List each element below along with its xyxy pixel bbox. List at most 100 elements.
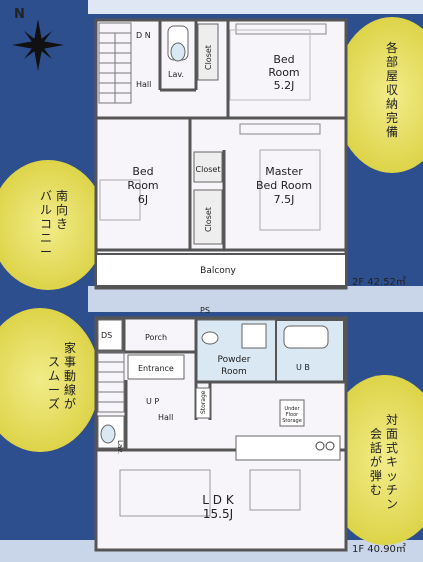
callout-housework-bubble [0,308,100,452]
callout-housework-c2-2: ー [48,383,60,397]
closet-top [197,23,219,81]
floor-1-area: 1F 40.90㎡ [352,543,406,555]
callout-balcony-c1-0: 南 [56,188,68,203]
callout-kitchen-c1-3: キ [386,455,398,469]
bathtub [283,325,329,349]
walls-2f [96,20,346,252]
stair-2f [98,22,132,104]
balcony-2f [95,253,347,287]
bed-left-label-2: Room [127,179,158,192]
floor-2-area: 2F 42.52㎡ [352,276,406,288]
callout-storage-char-4: 納 [386,97,398,111]
callout-kitchen-c2-4: む [370,483,382,497]
master-label-2: Bed Room [256,179,312,192]
callout-balcony-text: 南 向 き バ ル コ ニ ー [40,188,68,259]
callout-storage-char-3: 収 [386,83,398,97]
floor-1 [94,316,348,552]
ldk-label-1: L D K [202,493,235,507]
bed-left-label-1: Bed [132,165,153,178]
callout-kitchen-c1-2: 式 [386,441,398,455]
ds-box [97,319,123,351]
callout-kitchen-c1-6: ン [386,497,398,511]
compass-north-label: N [14,7,25,22]
callout-housework-c2-0: ス [48,355,60,369]
bed-top-label-2: Room [268,66,299,79]
callout-storage-char-1: 部 [386,54,398,69]
under-floor-label-1: Under [284,406,300,412]
closet-mid [193,151,223,183]
callout-storage-bubble [334,17,423,173]
callout-housework-c1-0: 家 [64,340,76,355]
stove-burner-2 [325,441,335,451]
callout-kitchen-c2-3: 弾 [370,469,382,483]
under-floor-label-3: Storage [282,418,302,424]
callout-housework-c1-4: が [64,396,76,411]
under-floor-box [279,399,305,427]
toilet-1f [100,424,116,444]
stair-1f [97,351,125,413]
mid-strip [88,286,423,312]
washer [241,323,267,349]
compass-rose [12,19,64,71]
ds-label: DS [101,331,112,340]
callout-kitchen-text: 対 面 式 キ ッ チ ン 会 話 が 弾 む [370,413,398,511]
master-shelf [239,123,321,135]
porch-label: Porch [145,333,167,342]
callout-balcony-c2-1: ル [40,203,52,217]
closet-low [193,189,223,245]
callout-balcony-bubble [0,160,106,290]
callout-storage-char-2: 屋 [386,69,398,83]
callout-balcony-c1-2: き [56,217,68,231]
bed-top-label-3: 5.2J [274,79,295,92]
callout-housework-c1-1: 事 [64,355,76,369]
powder-sink [201,331,219,345]
sofa-area [119,469,211,517]
ldk-label-2: 15.5J [203,507,233,521]
storage-label: Storage [200,390,207,414]
closet-mid-label: Closet [196,165,221,174]
top-strip [88,0,423,14]
kitchen-counter [235,435,341,461]
bed-top-bed [229,29,311,101]
callout-kitchen-bubble [323,375,423,545]
callout-kitchen-c1-1: 面 [386,427,398,441]
toilet-2f [170,42,186,62]
callout-balcony-c2-2: コ [40,217,52,231]
lav-1f-label: Lav. [116,440,124,454]
closet-low-label: Closet [204,207,213,232]
callout-housework-text: 家 事 動 線 が ス ム ー ズ [48,340,76,411]
callout-balcony-c2-0: バ [40,189,52,203]
callout-balcony-c2-3: ニ [40,231,52,245]
callout-kitchen-c1-0: 対 [386,413,398,427]
master-bed [259,149,321,231]
dining-table [249,469,301,511]
callout-kitchen-c2-0: 会 [370,427,382,441]
callout-kitchen-c2-2: が [370,454,382,469]
stove-burner [315,441,325,451]
storage-box [195,387,211,419]
callout-storage-char-0: 各 [386,40,398,55]
callout-storage-char-5: 完 [386,110,398,125]
ub-label: U B [296,363,310,372]
master-label-1: Master [265,165,303,178]
entrance-label: Entrance [138,364,174,373]
bed-top-shelf [235,23,327,35]
closet-top-label: Closet [204,45,213,70]
ps-label: PS [200,306,210,315]
master-label-3: 7.5J [274,193,295,206]
callout-housework-c2-1: ム [48,369,60,383]
bed-left-bed [99,179,141,221]
stair-dn-label: D N [136,31,151,40]
entrance-box [127,354,185,380]
callout-kitchen-c1-4: ッ [386,469,398,483]
callout-housework-c1-3: 線 [64,382,76,397]
under-floor-label-2: Floor [286,412,299,418]
callout-balcony-c1-1: 向 [56,202,68,217]
callout-housework-c1-2: 動 [64,369,76,383]
hall-1f-label: Hall [158,413,173,422]
powder-label-2: Room [221,367,247,377]
balcony-label: Balcony [200,266,236,276]
callout-kitchen-c2-1: 話 [370,440,382,455]
